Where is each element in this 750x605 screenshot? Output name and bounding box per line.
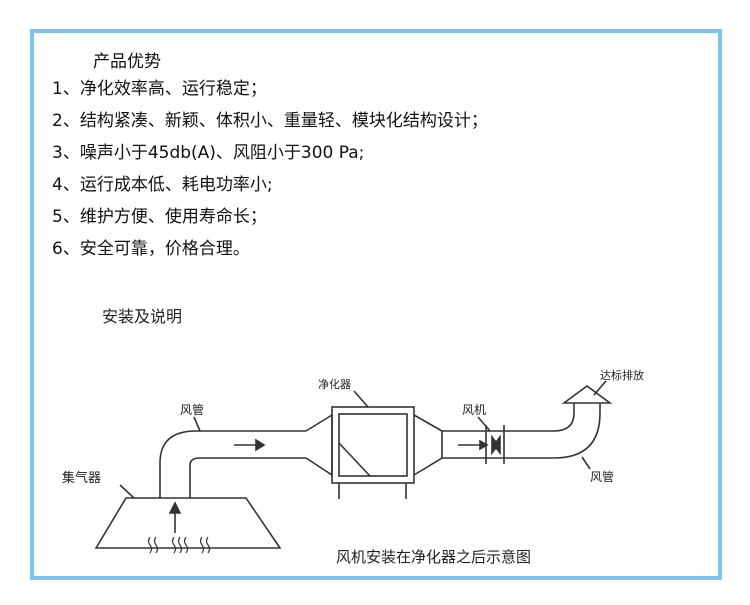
- flow-arrow-up-head: [168, 501, 182, 514]
- leader-duct-left: [193, 416, 201, 432]
- exhaust-cap: [561, 385, 613, 404]
- purifier-inner-panel: [338, 413, 408, 477]
- install-heading: 安装及说明: [102, 307, 183, 326]
- fan-blade-right: [493, 434, 501, 456]
- exhaust-elbow-inner: [553, 403, 575, 432]
- advantages-list: 1、净化效率高、运行稳定； 2、结构紧凑、新颖、体积小、重量轻、模块化结构设计；…: [52, 73, 488, 265]
- advantage-item-5: 5、维护方便、使用寿命长；: [52, 207, 267, 227]
- advantage-item-2: 2、结构紧凑、新颖、体积小、重量轻、模块化结构设计；: [52, 111, 488, 131]
- purifier-inner-line: [338, 442, 371, 477]
- leader-collector: [119, 484, 135, 499]
- leader-duct-right: [581, 456, 591, 470]
- collector-hood-shape: [94, 497, 282, 549]
- leader-purifier: [353, 390, 369, 408]
- purifier-box: [331, 406, 415, 484]
- advantage-item-1: 1、净化效率高、运行稳定；: [52, 79, 267, 99]
- flow-arrow-duct-head: [255, 438, 266, 452]
- leader-exhaust: [593, 380, 607, 396]
- duct-elbow-left-outer: [159, 430, 197, 498]
- label-fan: 风机: [462, 403, 486, 417]
- purifier-inlet-transition: [305, 413, 333, 477]
- leader-fan: [477, 416, 491, 432]
- content-frame: 产品优势 1、净化效率高、运行稳定； 2、结构紧凑、新颖、体积小、重量轻、模块化…: [30, 29, 722, 580]
- advantage-item-4: 4、运行成本低、耗电功率小;: [52, 175, 273, 195]
- duct-elbow-left-inner: [189, 457, 201, 498]
- flow-arrow-fan-head: [479, 439, 489, 451]
- label-duct-right: 风管: [590, 469, 614, 484]
- exhaust-elbow-outer: [553, 403, 601, 459]
- installation-diagram: 风管 集气器 净化器 风机 达标排放 风管 风机安装在净化器之后示意图: [62, 368, 644, 566]
- advantage-item-3: 3、噪声小于45db(A)、风阻小于300 Pa;: [52, 143, 365, 163]
- diagram-caption: 风机安装在净化器之后示意图: [336, 548, 531, 566]
- advantage-item-6: 6、安全可靠，价格合理。: [52, 239, 250, 259]
- label-purifier: 净化器: [318, 377, 351, 391]
- label-collector: 集气器: [62, 470, 101, 486]
- label-exhaust: 达标排放: [600, 368, 644, 382]
- smoke-marks: [147, 536, 211, 554]
- advantages-heading: 产品优势: [93, 52, 161, 72]
- label-duct-left: 风管: [180, 402, 204, 417]
- purifier-outlet-transition: [413, 414, 443, 476]
